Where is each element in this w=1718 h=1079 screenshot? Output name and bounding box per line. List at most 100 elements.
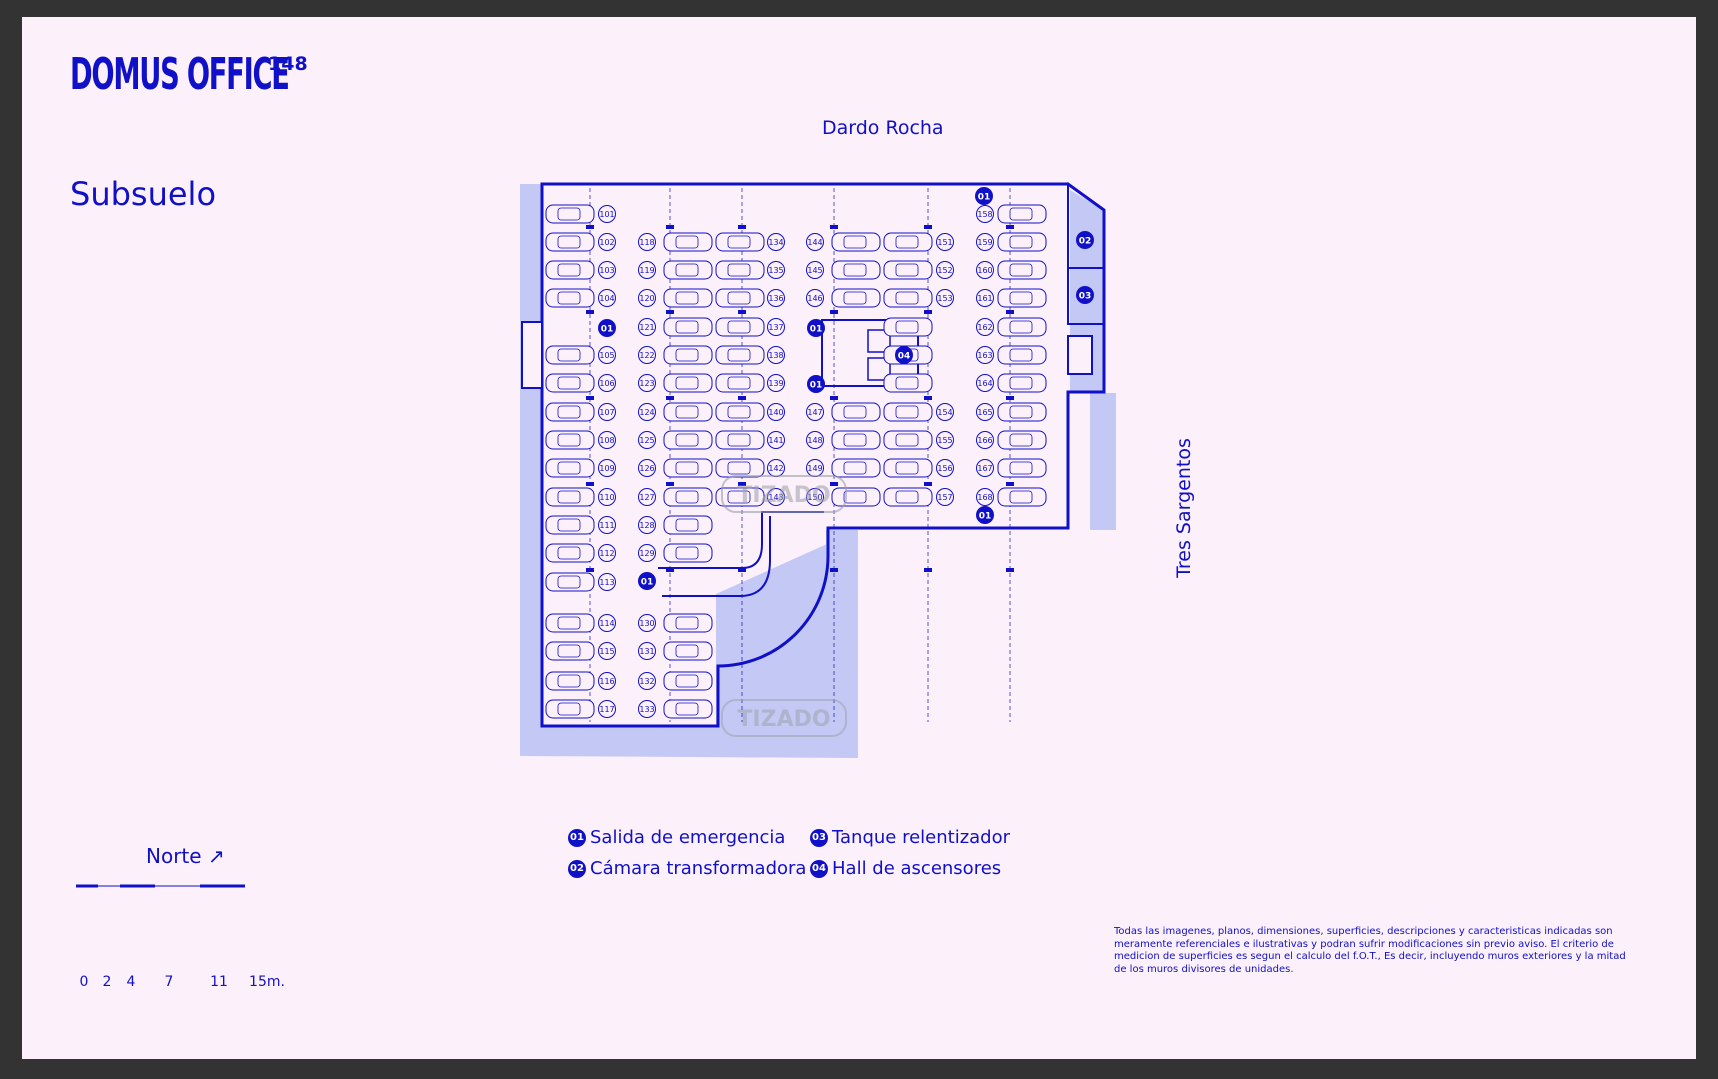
column-mark <box>1006 396 1014 400</box>
car-icon <box>831 487 881 507</box>
car-cabin <box>557 518 581 532</box>
car-icon <box>663 543 713 563</box>
spot-number: 102 <box>599 238 614 247</box>
car-icon <box>831 402 881 422</box>
car-icon <box>545 515 595 535</box>
parking-spot-label: 105 <box>598 346 616 364</box>
spot-badge <box>976 233 994 251</box>
car-icon <box>883 232 933 252</box>
spot-badge <box>976 431 994 449</box>
emergency-exit-marker <box>598 319 616 337</box>
spot-badge <box>638 318 656 336</box>
spot-badge <box>806 431 824 449</box>
car-cabin <box>895 433 919 447</box>
spot-badge <box>976 459 994 477</box>
car-cabin <box>675 433 699 447</box>
scale-label: 4 <box>126 974 136 990</box>
column-mark <box>738 396 746 400</box>
car-icon <box>545 572 595 592</box>
car-icon <box>715 430 765 450</box>
car-cabin <box>675 518 699 532</box>
spot-badge <box>638 233 656 251</box>
spot-badge <box>638 346 656 364</box>
parking-spot-label: 163 <box>976 346 994 364</box>
car-icon <box>663 260 713 280</box>
spot-badge <box>806 261 824 279</box>
car-cabin <box>675 320 699 334</box>
car-icon <box>663 288 713 308</box>
car-cabin <box>675 376 699 390</box>
spot-badge <box>767 488 785 506</box>
parking-spot-label: 134 <box>767 233 785 251</box>
car-icon <box>545 232 595 252</box>
car-icon <box>831 458 881 478</box>
legend-badge: 01 <box>568 828 586 847</box>
column-mark <box>1006 310 1014 314</box>
spot-badge <box>767 431 785 449</box>
spot-badge <box>976 488 994 506</box>
car-icon <box>715 487 765 507</box>
spot-number: 135 <box>768 266 783 275</box>
spot-badge <box>598 233 616 251</box>
spot-number: 106 <box>599 379 614 388</box>
car-cabin <box>895 320 919 334</box>
parking-spot-label: 140 <box>767 403 785 421</box>
emergency-exit-marker <box>975 187 993 205</box>
scale-label: 11 <box>210 974 228 990</box>
spot-badge <box>598 261 616 279</box>
car-cabin <box>1009 207 1033 221</box>
car-icon <box>545 543 595 563</box>
car-icon <box>663 317 713 337</box>
parking-spot-label: 162 <box>976 318 994 336</box>
column-mark <box>738 568 746 572</box>
spot-badge <box>767 346 785 364</box>
spot-badge <box>638 459 656 477</box>
spot-number: 142 <box>768 464 783 473</box>
car-cabin <box>727 490 751 504</box>
parking-spot-label: 161 <box>976 289 994 307</box>
spot-badge <box>638 700 656 718</box>
car-icon <box>545 373 595 393</box>
spot-badge <box>598 672 616 690</box>
car-cabin <box>1009 320 1033 334</box>
column-mark <box>586 310 594 314</box>
car-cabin <box>843 263 867 277</box>
spot-number: 150 <box>807 493 822 502</box>
elevator-shaft <box>867 329 891 353</box>
car-icon <box>715 260 765 280</box>
parking-spot-label: 129 <box>638 544 656 562</box>
column-mark <box>586 396 594 400</box>
parking-spot-label: 165 <box>976 403 994 421</box>
spot-badge <box>638 642 656 660</box>
spot-badge <box>976 346 994 364</box>
car-icon <box>715 345 765 365</box>
car-cabin <box>675 490 699 504</box>
spot-number: 166 <box>977 436 992 445</box>
car-cabin <box>557 616 581 630</box>
car-cabin <box>843 291 867 305</box>
spot-number: 101 <box>599 210 614 219</box>
column-mark <box>586 225 594 229</box>
car-icon <box>663 232 713 252</box>
car-icon <box>883 288 933 308</box>
parking-spot-label: 118 <box>638 233 656 251</box>
car-icon <box>997 402 1047 422</box>
parking-spot-label: 137 <box>767 318 785 336</box>
watermark-frame <box>721 475 847 513</box>
column-mark <box>738 225 746 229</box>
legend-badge: 04 <box>810 859 828 878</box>
legend-badge: 03 <box>810 828 828 847</box>
car-cabin <box>557 702 581 716</box>
car-icon <box>831 430 881 450</box>
column-mark <box>666 482 674 486</box>
legend-item-03: 03 Tanque relentizador <box>810 827 1010 848</box>
spot-badge <box>976 403 994 421</box>
spot-badge <box>638 261 656 279</box>
column-mark <box>586 482 594 486</box>
car-cabin <box>727 348 751 362</box>
car-icon <box>663 345 713 365</box>
street-label-right: Tres Sargentos <box>1172 438 1195 578</box>
spot-badge <box>767 261 785 279</box>
car-cabin <box>895 291 919 305</box>
car-icon <box>883 317 933 337</box>
